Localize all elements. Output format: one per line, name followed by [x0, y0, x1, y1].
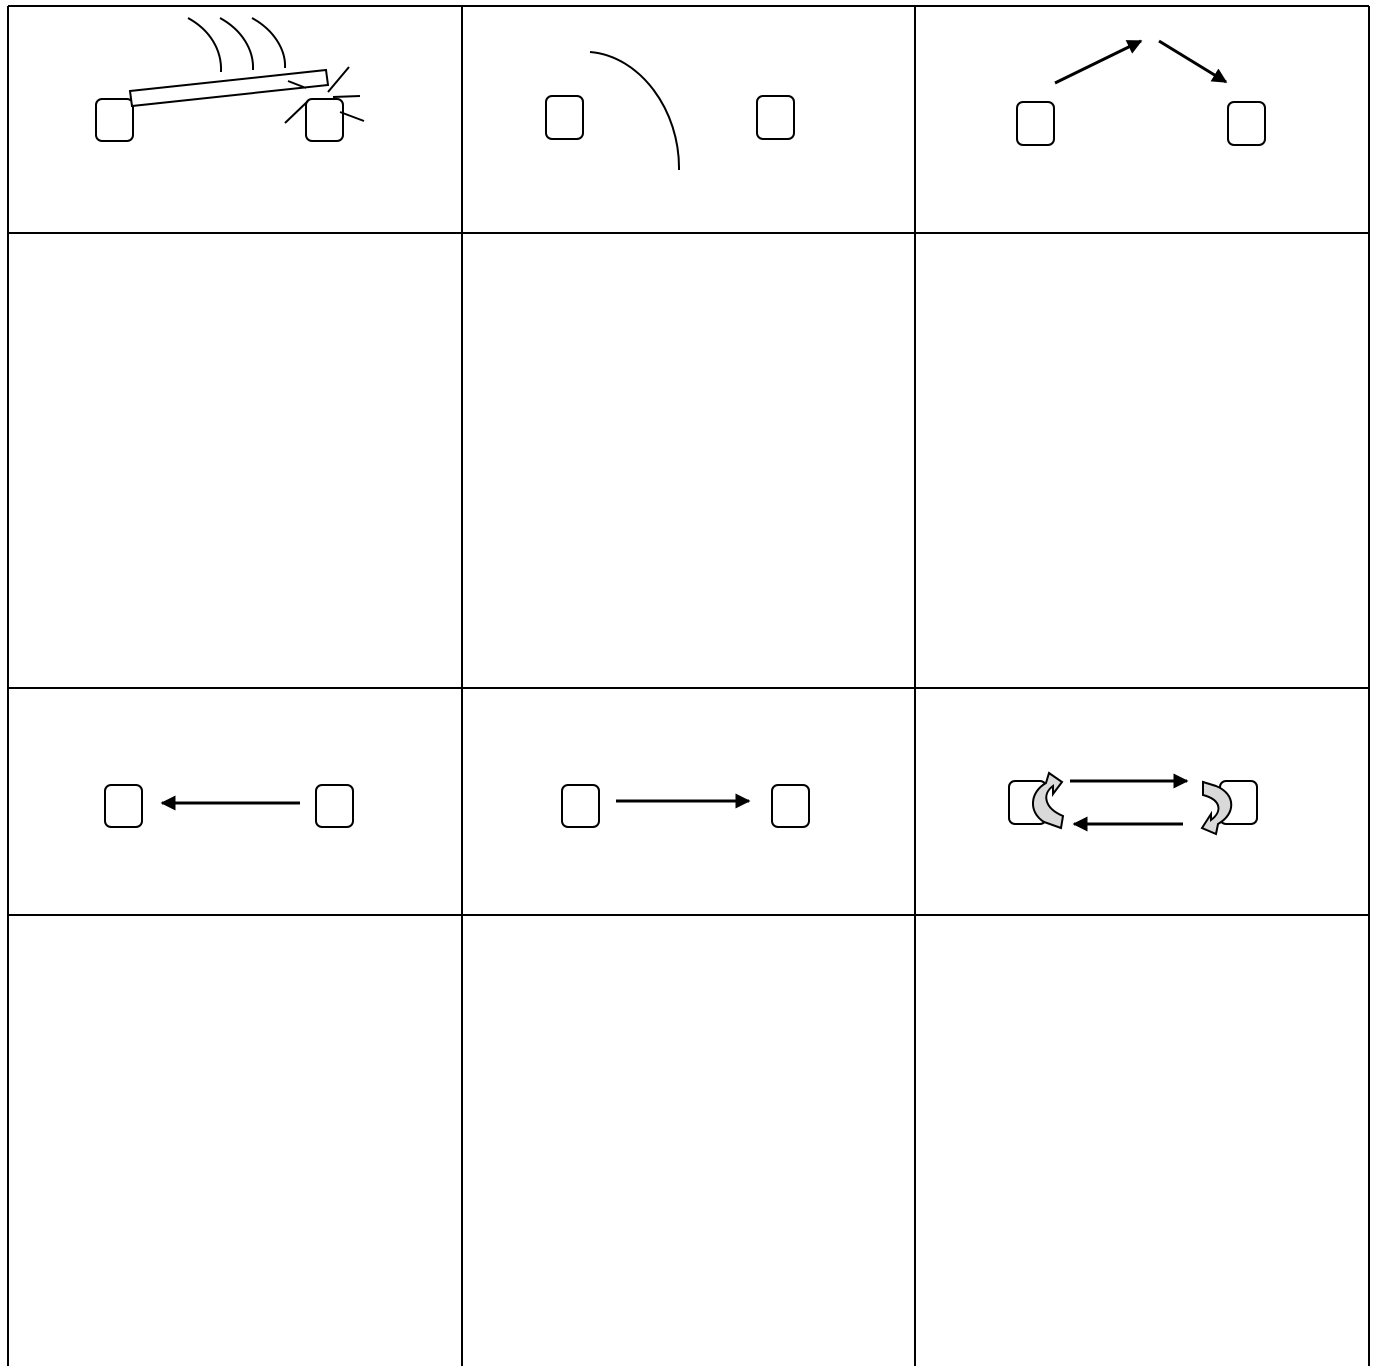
beam: [130, 70, 328, 106]
block-left: [105, 785, 142, 827]
curve: [590, 52, 679, 170]
block-left: [546, 96, 583, 139]
block-left: [96, 99, 133, 141]
block-right: [306, 99, 343, 141]
impact-line-2: [333, 96, 360, 97]
curved-line-icon: [546, 52, 794, 170]
block-left: [562, 785, 599, 827]
grid-lines: [8, 6, 1369, 1366]
block-right: [757, 96, 794, 139]
motion-arc-3: [252, 18, 285, 68]
block-right: [316, 785, 353, 827]
arrow-left-icon: [105, 785, 353, 827]
up-down-arrows-icon: [1017, 41, 1265, 145]
motion-arc-2: [220, 18, 253, 70]
impact-line-1: [328, 67, 349, 92]
beam-between-blocks-icon: [96, 18, 364, 141]
block-left: [1017, 102, 1054, 145]
block-right: [772, 785, 809, 827]
arrow-down: [1159, 41, 1226, 82]
arrow-up: [1055, 41, 1141, 83]
two-way-rotation-arrows-icon: [1009, 773, 1257, 834]
motion-arc-1: [188, 18, 221, 72]
block-right: [1228, 102, 1265, 145]
arrow-right-icon: [562, 785, 809, 827]
impact-line-4: [285, 101, 308, 123]
